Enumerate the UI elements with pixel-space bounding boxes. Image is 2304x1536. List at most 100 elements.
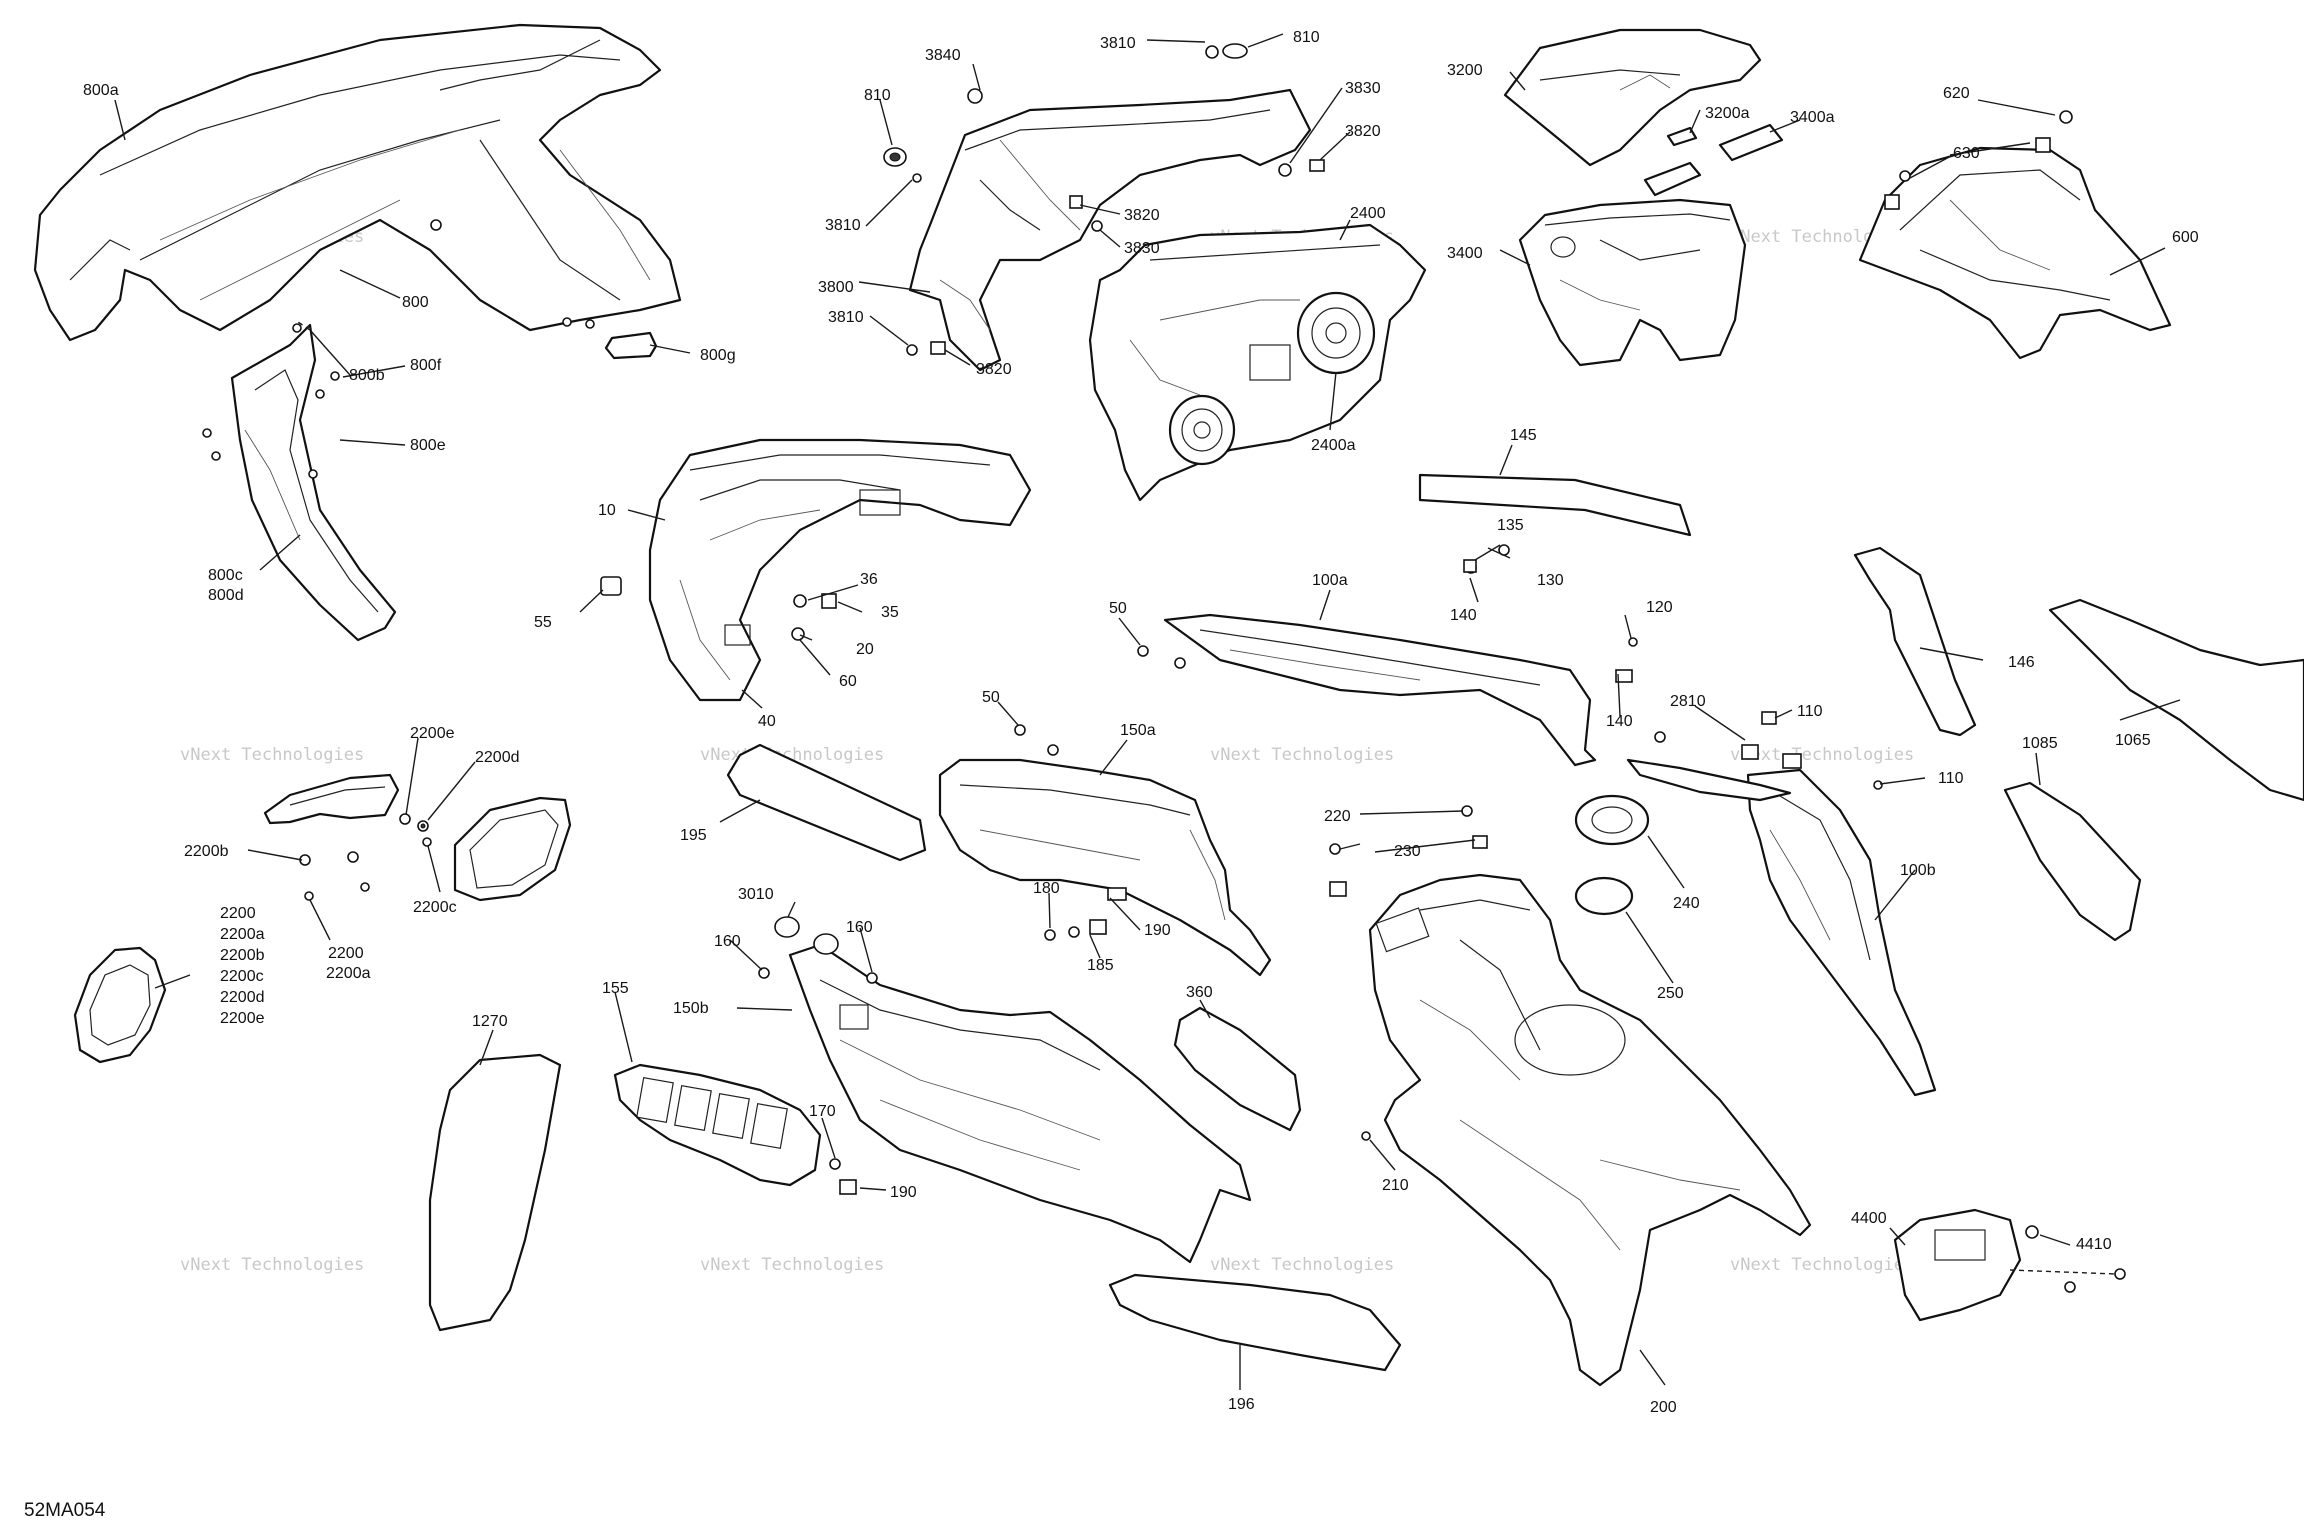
callout-800a: 800a xyxy=(83,82,119,99)
callout-2400: 2400 xyxy=(1350,205,1386,222)
watermark: vNext Technologies xyxy=(1730,745,1914,765)
callout-stack-item: 2200d xyxy=(220,989,265,1006)
callout-3810: 3810 xyxy=(828,309,864,326)
callout-2200d: 2200d xyxy=(475,749,520,766)
callout-630: 630 xyxy=(1953,145,1980,162)
part-3400a-strip xyxy=(1718,123,1784,162)
callout-55: 55 xyxy=(534,614,552,631)
callout-110: 110 xyxy=(1938,770,1964,787)
part-3400a-strip-lower xyxy=(1643,161,1702,197)
callout-800f: 800f xyxy=(410,357,442,374)
callout-155: 155 xyxy=(602,980,629,997)
callout-3810: 3810 xyxy=(1100,35,1136,52)
part-55-clip xyxy=(600,576,622,596)
callout-3010: 3010 xyxy=(738,886,774,903)
callout-170: 170 xyxy=(809,1103,836,1120)
callout-60: 60 xyxy=(839,673,857,690)
hardware-150a-group xyxy=(1014,724,1127,941)
callout-100b: 100b xyxy=(1900,862,1936,879)
part-3200a-pad xyxy=(1666,126,1698,147)
callout-800e: 800e xyxy=(410,437,446,454)
part-2200d-mirror-glass xyxy=(453,796,572,902)
callout-150a: 150a xyxy=(1120,722,1156,739)
callout-800: 800 xyxy=(402,294,429,311)
callout-3400a: 3400a xyxy=(1790,109,1835,126)
callout-1065: 1065 xyxy=(2115,732,2151,749)
callout-3800: 3800 xyxy=(818,279,854,296)
callout-140: 140 xyxy=(1450,607,1477,624)
callout-1085: 1085 xyxy=(2022,735,2058,752)
diagram-code: 52MA054 xyxy=(24,1500,106,1521)
part-4400-module xyxy=(1893,1208,2022,1322)
hardware-800-screws xyxy=(202,219,595,479)
callout-120: 120 xyxy=(1646,599,1673,616)
callout-150b: 150b xyxy=(673,1000,709,1017)
callout-180: 180 xyxy=(1033,880,1060,897)
callout-810: 810 xyxy=(864,87,891,104)
part-800-front-fairing xyxy=(33,23,682,342)
watermark: vNext Technologies xyxy=(1210,745,1394,765)
callout-800d: 800d xyxy=(208,587,244,604)
part-150a-side-panel xyxy=(938,758,1272,977)
callout-3830: 3830 xyxy=(1124,240,1160,257)
hardware-600-group xyxy=(1884,110,2073,210)
callout-200: 200 xyxy=(1650,1399,1677,1416)
part-360-cover xyxy=(1173,1006,1302,1132)
part-2400-headlight xyxy=(1088,223,1427,502)
part-145-trim-strip xyxy=(1418,473,1692,537)
callout-190: 190 xyxy=(890,1184,917,1201)
part-100b-side-panel xyxy=(1746,768,1937,1097)
callout-stack-item: 2200 xyxy=(220,905,256,922)
callout-3200: 3200 xyxy=(1447,62,1483,79)
callout-stack-item: 2200b xyxy=(220,947,265,964)
callout-140: 140 xyxy=(1606,713,1633,730)
part-240-fuel-ring-inner xyxy=(1591,806,1633,834)
part-3800-headlight-bracket xyxy=(908,88,1312,372)
callout-2200b: 2200b xyxy=(184,843,229,860)
callout-2200: 2200 xyxy=(328,945,364,962)
callout-110: 110 xyxy=(1797,703,1823,720)
callout-135: 135 xyxy=(1497,517,1524,534)
callout-40: 40 xyxy=(758,713,776,730)
callout-stack-item: 2200c xyxy=(220,968,264,985)
callout-labels: 800a 800 800b 800f 800e 800g 800c 800d 3… xyxy=(83,29,2199,1416)
part-1085-reflector xyxy=(2003,781,2142,942)
hardware-2810-group xyxy=(1626,711,1883,802)
part-200-main-body xyxy=(1368,873,1812,1387)
callout-130: 130 xyxy=(1537,572,1564,589)
callout-185: 185 xyxy=(1087,957,1114,974)
callout-3840: 3840 xyxy=(925,47,961,64)
callout-195: 195 xyxy=(680,827,707,844)
part-800g-reflector xyxy=(604,331,658,360)
callout-620: 620 xyxy=(1943,85,1970,102)
callout-36: 36 xyxy=(860,571,878,588)
callout-50: 50 xyxy=(1109,600,1127,617)
part-195-trim xyxy=(726,743,927,862)
callout-50: 50 xyxy=(982,689,1000,706)
callout-2200a: 2200a xyxy=(326,965,371,982)
callout-stack-2200: 2200 2200a 2200b 2200c 2200d 2200e xyxy=(220,905,265,1027)
callout-3810: 3810 xyxy=(825,217,861,234)
callout-210: 210 xyxy=(1382,1177,1409,1194)
callout-800g: 800g xyxy=(700,347,736,364)
part-3400-storage-bin xyxy=(1518,198,1747,367)
part-100a-grille xyxy=(1163,613,1597,767)
callout-810: 810 xyxy=(1293,29,1320,46)
hardware-10-group xyxy=(791,593,837,641)
watermark: vNext Technologies xyxy=(180,745,364,765)
part-10-front-bumper xyxy=(648,438,1032,702)
callout-stack-item: 2200e xyxy=(220,1010,265,1027)
callout-3820: 3820 xyxy=(976,361,1012,378)
callout-3830: 3830 xyxy=(1345,80,1381,97)
callout-190: 190 xyxy=(1144,922,1171,939)
callout-196: 196 xyxy=(1228,1396,1255,1413)
part-240-fuel-ring xyxy=(1574,794,1650,846)
callout-145: 145 xyxy=(1510,427,1537,444)
callout-240: 240 xyxy=(1673,895,1700,912)
hardware-4400-group xyxy=(2025,1225,2126,1293)
callout-stack-item: 2200a xyxy=(220,926,265,943)
part-1065-side-panel xyxy=(2048,598,2304,802)
callout-10: 10 xyxy=(598,502,616,519)
callout-4410: 4410 xyxy=(2076,1236,2112,1253)
callout-800b: 800b xyxy=(349,367,385,384)
